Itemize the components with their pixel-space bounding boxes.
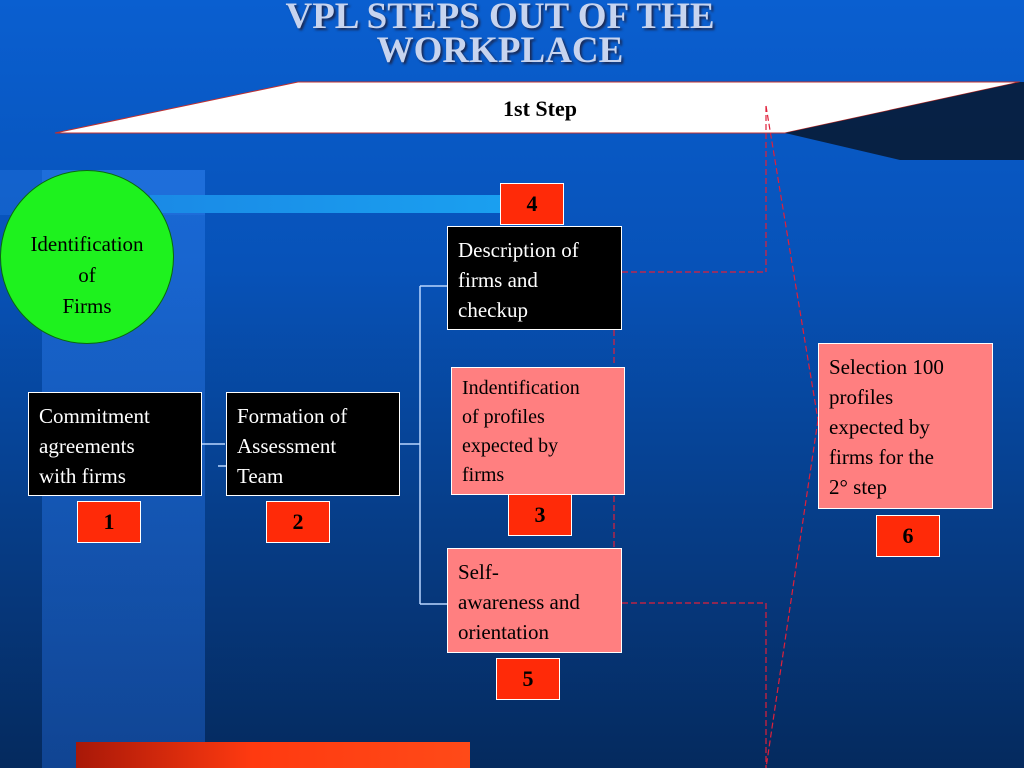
self-awareness-line-2: awareness and: [458, 590, 580, 614]
slide-title: VPL STEPS OUT OF THE WORKPLACE: [200, 0, 800, 71]
commitment-line-1: Commitment: [39, 404, 150, 428]
step-number-6: 6: [876, 515, 940, 557]
formation-line-2: Assessment: [237, 434, 337, 458]
commitment-line-2: agreements: [39, 434, 135, 458]
description-line-1: Description of: [458, 238, 579, 262]
selection-line-5: 2° step: [829, 475, 887, 499]
selection-box: Selection 100 profiles expected by firms…: [818, 343, 993, 509]
identification-line-3: expected by: [462, 435, 559, 457]
description-line-2: firms and: [458, 268, 538, 292]
formation-line-3: Team: [237, 464, 284, 488]
identification-profiles-box: Indentification of profiles expected by …: [451, 367, 625, 495]
identification-circle: Identification of Firms: [0, 170, 174, 344]
cyan-stripe: [150, 195, 510, 213]
self-awareness-box: Self- awareness and orientation: [447, 548, 622, 653]
circle-line-1: Identification: [30, 232, 144, 256]
step-number-1: 1: [77, 501, 141, 543]
commitment-line-3: with firms: [39, 464, 126, 488]
self-awareness-line-3: orientation: [458, 620, 549, 644]
dashed-connectors: [613, 105, 819, 768]
self-awareness-line-1: Self-: [458, 560, 499, 584]
selection-line-4: firms for the: [829, 445, 934, 469]
circle-line-2: of: [78, 263, 96, 287]
step-number-2: 2: [266, 501, 330, 543]
description-box: Description of firms and checkup: [447, 226, 622, 330]
step-number-4: 4: [500, 183, 564, 225]
step-number-5: 5: [496, 658, 560, 700]
commitment-box: Commitment agreements with firms: [28, 392, 202, 496]
selection-line-3: expected by: [829, 415, 930, 439]
step-label: 1st Step: [503, 96, 577, 121]
formation-line-1: Formation of: [237, 404, 348, 428]
banner-shadow: [785, 82, 1024, 160]
selection-line-1: Selection 100: [829, 355, 944, 379]
bottom-accent-bar: [76, 742, 470, 768]
title-line-1: VPL STEPS OUT OF THE: [285, 0, 715, 37]
selection-line-2: profiles: [829, 385, 894, 409]
step-number-3: 3: [508, 494, 572, 536]
description-line-3: checkup: [458, 298, 528, 322]
identification-line-2: of profiles: [462, 406, 545, 428]
formation-box: Formation of Assessment Team: [226, 392, 400, 496]
circle-line-3: Firms: [62, 294, 112, 318]
title-line-2: WORKPLACE: [376, 30, 624, 71]
identification-line-1: Indentification: [462, 377, 580, 399]
identification-line-4: firms: [462, 464, 505, 486]
